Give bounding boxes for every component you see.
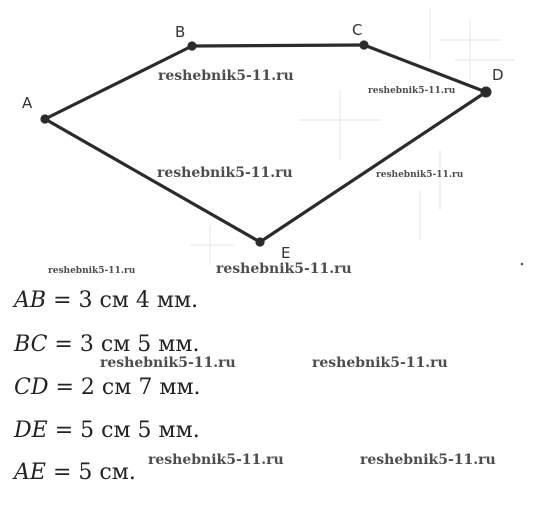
vertex-point-b [187, 41, 197, 51]
watermark-8: reshebnik5-11.ru [312, 355, 448, 371]
segment-name: AE [14, 460, 46, 485]
edge-ea [43, 117, 262, 244]
watermark-7: reshebnik5-11.ru [100, 355, 236, 371]
segment-length: 5 см 5 мм. [80, 418, 200, 443]
segment-name: AB [14, 288, 47, 313]
vertex-labels: A B C D E [22, 21, 504, 262]
vertex-point-c [359, 40, 369, 50]
equals-sign: = [53, 288, 72, 313]
segment-length: 5 см. [78, 460, 136, 485]
vertex-label-a: A [22, 94, 33, 112]
watermark-6: reshebnik5-11.ru [216, 261, 352, 277]
vertex-point-d [480, 86, 492, 98]
edge-ab [43, 44, 194, 121]
equals-sign: = [52, 460, 72, 485]
watermark-4: reshebnik5-11.ru [376, 170, 464, 180]
watermark-2: reshebnik5-11.ru [368, 86, 456, 96]
segment-length: 3 см 5 мм. [79, 332, 200, 357]
equals-sign: = [55, 375, 74, 400]
segment-length: 2 см 7 мм. [80, 375, 201, 400]
watermark-5: reshebnik5-11.ru [48, 266, 136, 276]
segment-name: BC [14, 332, 48, 357]
watermark-10: reshebnik5-11.ru [360, 452, 496, 468]
watermark-1: reshebnik5-11.ru [158, 68, 294, 84]
polygon-edges [43, 43, 488, 244]
edge-bc [190, 43, 366, 48]
watermark-3: reshebnik5-11.ru [157, 165, 293, 181]
segment-name: CD [14, 375, 49, 400]
measurement-bc: BC = 3 см 5 мм. [14, 332, 199, 357]
measurement-cd: CD = 2 см 7 мм. [14, 375, 201, 400]
vertex-points [40, 40, 492, 247]
measurement-de: DE = 5 см 5 мм. [14, 418, 200, 443]
vertex-label-b: B [175, 23, 185, 41]
vertex-label-e: E [281, 244, 290, 262]
segment-name: DE [14, 418, 48, 443]
equals-sign: = [54, 418, 74, 443]
stray-dot [520, 262, 524, 266]
faint-background-grid [190, 8, 515, 265]
edge-de [258, 90, 488, 244]
vertex-point-a [40, 114, 50, 124]
watermark-9: reshebnik5-11.ru [148, 452, 284, 468]
measurement-ab: AB = 3 см 4 мм. [14, 288, 198, 313]
segment-length: 3 см 4 мм. [78, 288, 199, 313]
vertex-point-e [255, 237, 265, 247]
edge-cd [362, 43, 488, 94]
equals-sign: = [54, 332, 73, 357]
measurement-ae: AE = 5 см. [14, 460, 136, 485]
vertex-label-c: C [352, 21, 362, 39]
vertex-label-d: D [492, 66, 504, 84]
